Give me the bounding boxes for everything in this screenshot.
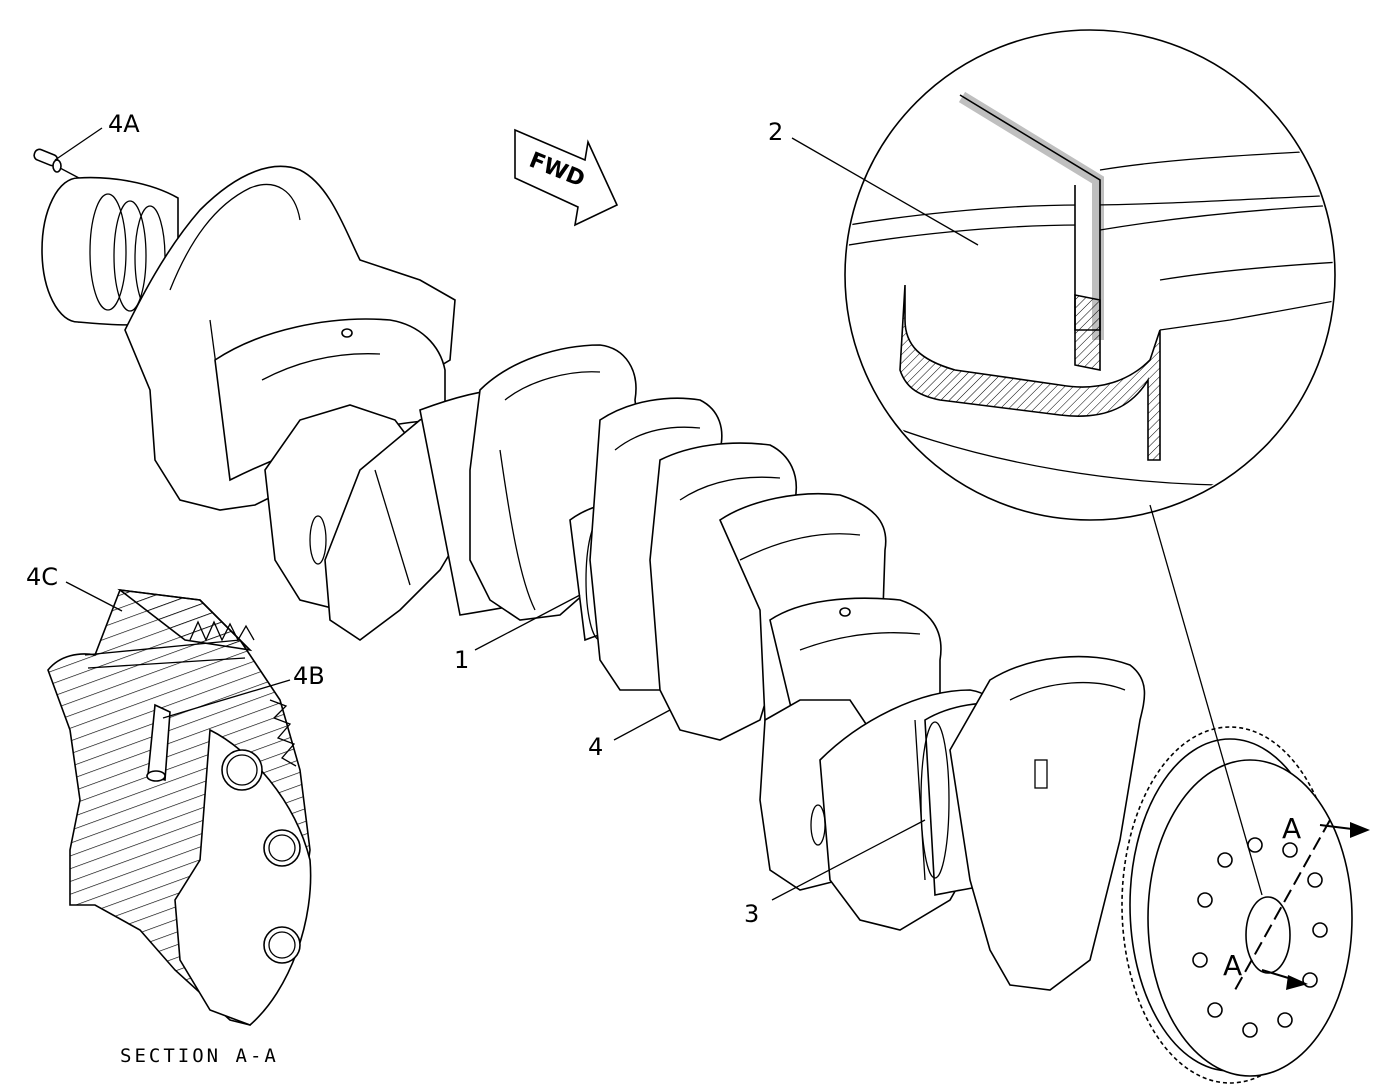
section-gear-teeth: [189, 620, 297, 767]
detail-view-seal: [844, 29, 1336, 896]
section-marker-top: A: [1282, 812, 1301, 845]
section-caption: SECTION A-A: [120, 1045, 279, 1067]
leader-1: [474, 594, 581, 651]
leader-lines: [54, 127, 979, 901]
leader-4c: [65, 581, 123, 612]
rear-gear: [1121, 726, 1353, 1084]
main-journal-1: [214, 318, 446, 482]
fwd-arrow: FWD: [514, 128, 619, 227]
leader-4: [613, 709, 671, 741]
callout-4: 4: [588, 733, 603, 761]
section-marker-bottom: A: [1223, 949, 1242, 982]
leader-4b: [162, 679, 291, 719]
callout-4a: 4A: [108, 110, 140, 138]
crankshaft: [33, 148, 1353, 1084]
web-10: [949, 655, 1146, 991]
leader-2: [791, 137, 979, 246]
callout-2: 2: [768, 118, 783, 146]
section-a-a-view: [47, 588, 312, 1026]
callout-labels: 4A 2 1 4 3 4C 4B: [26, 110, 783, 928]
callout-3: 3: [744, 900, 759, 928]
callout-4b: 4B: [293, 662, 325, 690]
dowel-4b: [146, 703, 171, 782]
leader-4a: [54, 127, 103, 161]
callout-1: 1: [454, 646, 469, 674]
callout-4c: 4C: [26, 563, 58, 591]
leader-3: [771, 819, 926, 901]
section-cut-markers: A A: [1223, 812, 1370, 991]
